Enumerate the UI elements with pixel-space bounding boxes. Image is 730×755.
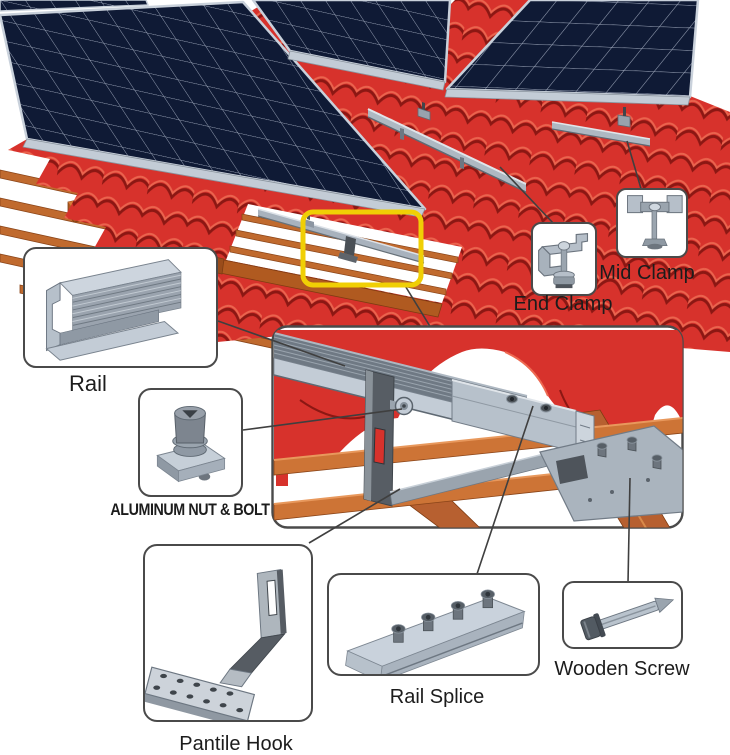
label-rail: Rail — [69, 371, 107, 396]
mid-clamp-on-rail — [617, 114, 631, 128]
pantile-hook-icon — [145, 568, 287, 720]
detail-inset-box — [271, 325, 684, 529]
wooden-screw-icon — [580, 597, 675, 641]
rail-splice-icon — [345, 589, 526, 674]
callout-box-nut-bolt — [138, 388, 243, 497]
end-clamp-on-rail — [417, 107, 431, 121]
callout-box-pantile-hook — [143, 544, 313, 722]
callout-box-end-clamp — [531, 222, 597, 296]
callout-box-rail-splice — [327, 573, 540, 676]
detail-base-plate — [539, 425, 683, 522]
rail-on-battens — [257, 208, 425, 264]
highlight-box — [300, 209, 424, 288]
detail-pantile-hook — [363, 369, 557, 507]
end-clamp-icon — [538, 233, 589, 289]
label-pantile-hook: Pantile Hook — [179, 733, 293, 755]
callout-box-mid-clamp — [616, 188, 688, 258]
solar-panels — [0, 0, 700, 218]
leader-lines-detail — [217, 320, 631, 584]
rail-profile-icon — [45, 259, 182, 361]
mid-clamp-icon — [627, 195, 683, 250]
nut-bolt-icon — [156, 405, 226, 483]
label-mid-clamp: Mid Clamp — [599, 262, 695, 284]
callout-box-wooden-screw — [562, 581, 683, 649]
callout-box-rail — [23, 247, 218, 368]
label-wooden-screw: Wooden Screw — [554, 658, 690, 680]
mounting-rails — [367, 102, 651, 193]
label-nut-bolt: ALUMINUM NUT & BOLT — [110, 500, 270, 519]
exposed-batten-patch — [203, 204, 462, 318]
leader-lines — [403, 140, 643, 329]
panel-sliver — [0, 0, 149, 12]
label-end-clamp: End Clamp — [513, 293, 613, 315]
label-rail-splice: Rail Splice — [389, 686, 485, 708]
